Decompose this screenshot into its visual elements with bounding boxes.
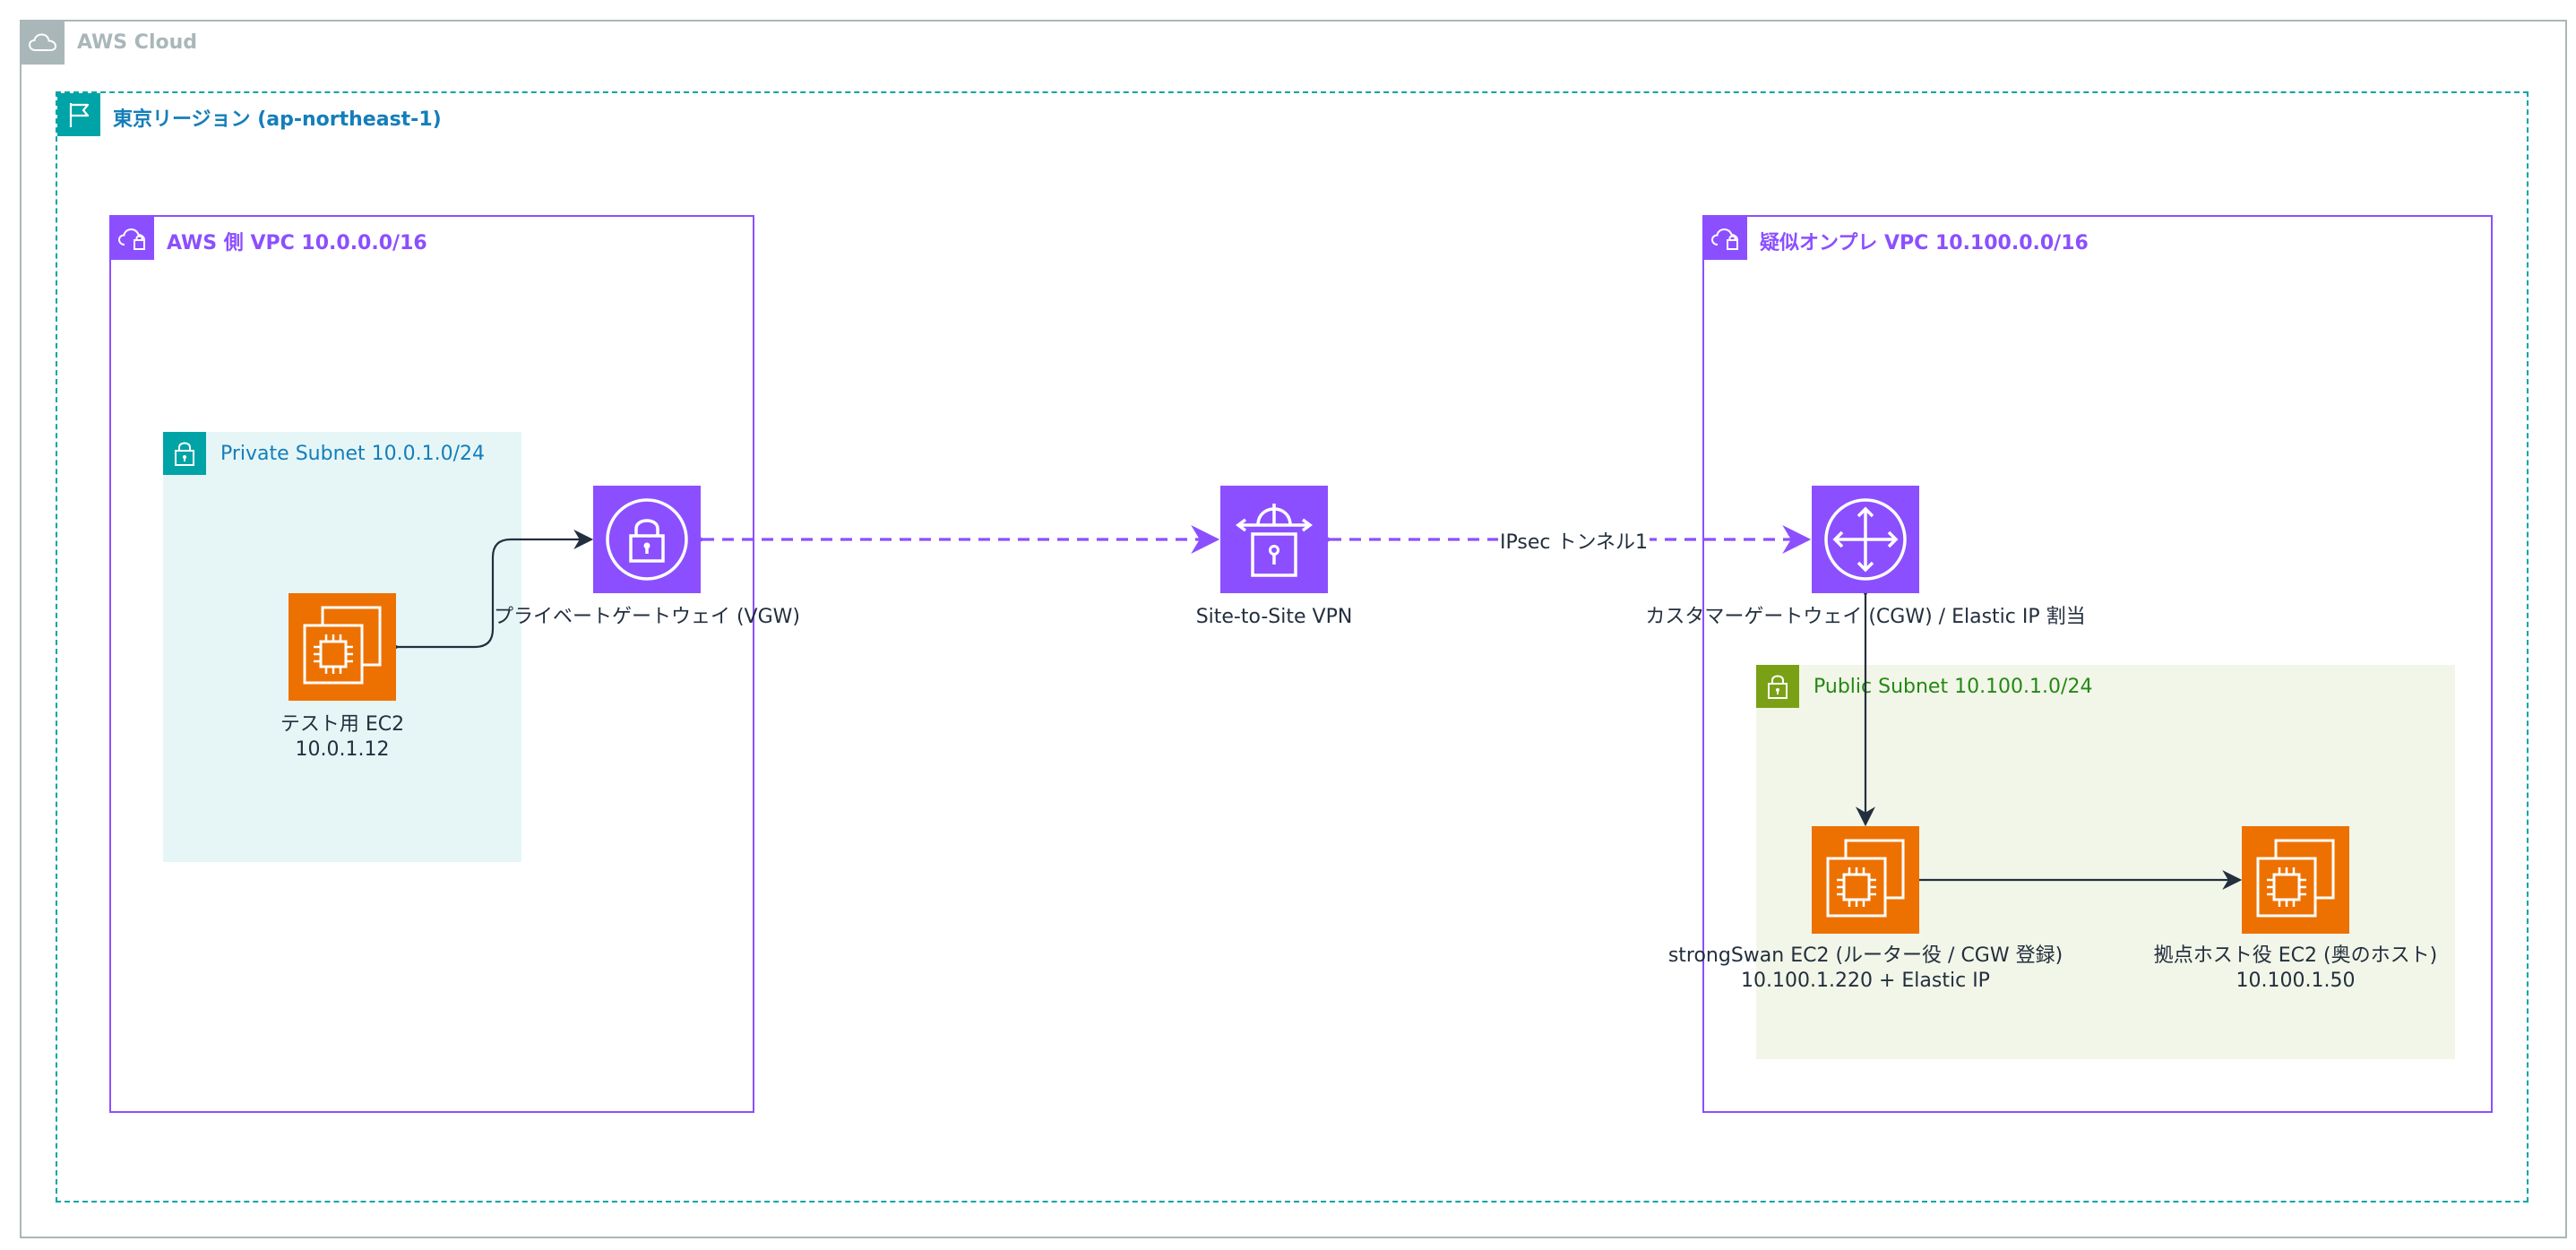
site-to-site-vpn-icon[interactable] bbox=[1220, 486, 1328, 593]
test-ec2-label: テスト用 EC2 10.0.1.12 bbox=[208, 712, 477, 763]
site-host-label: 拠点ホスト役 EC2 (奥のホスト) 10.100.1.50 bbox=[2116, 944, 2475, 994]
vgw-label: プライベートゲートウェイ (VGW) bbox=[493, 606, 800, 628]
strongswan-name: strongSwan EC2 (ルーター役 / CGW 登録) bbox=[1667, 944, 2063, 967]
aws-cloud-group: AWS Cloud bbox=[20, 20, 2567, 1238]
subnet-lock-icon bbox=[1756, 665, 1799, 708]
ec2-instance-icon[interactable] bbox=[1812, 826, 1919, 934]
test-ec2-ip: 10.0.1.12 bbox=[295, 738, 390, 761]
test-ec2-name: テスト用 EC2 bbox=[280, 713, 405, 736]
vpc-aws-group: AWS 側 VPC 10.0.0.0/16 bbox=[109, 215, 754, 1113]
cloud-icon bbox=[22, 22, 65, 65]
edge-ec2-vgw bbox=[380, 530, 594, 657]
vpn-label: Site-to-Site VPN bbox=[1195, 606, 1353, 628]
vpc-aws-label: AWS 側 VPC 10.0.0.0/16 bbox=[167, 232, 427, 254]
ec2-instance-icon[interactable] bbox=[2242, 826, 2349, 934]
cloud-label: AWS Cloud bbox=[77, 31, 198, 54]
site-host-ip: 10.100.1.50 bbox=[2236, 970, 2356, 992]
cgw-label: カスタマーゲートウェイ (CGW) / Elastic IP 割当 bbox=[1645, 606, 2086, 628]
region-label: 東京リージョン (ap-northeast-1) bbox=[113, 108, 442, 131]
ec2-instance-icon[interactable] bbox=[289, 593, 396, 701]
ipsec-tunnel-label: IPsec トンネル1 bbox=[1498, 526, 1650, 555]
region-group: 東京リージョン (ap-northeast-1) bbox=[56, 91, 2529, 1203]
site-host-name: 拠点ホスト役 EC2 (奥のホスト) bbox=[2153, 944, 2438, 967]
private-subnet-label: Private Subnet 10.0.1.0/24 bbox=[220, 443, 486, 465]
vpc-onprem-group: 疑似オンプレ VPC 10.100.0.0/16 bbox=[1702, 215, 2493, 1113]
strongswan-ip: 10.100.1.220 + Elastic IP bbox=[1741, 970, 1990, 992]
customer-gateway-icon[interactable] bbox=[1812, 486, 1919, 593]
strongswan-label: strongSwan EC2 (ルーター役 / CGW 登録) 10.100.1… bbox=[1641, 944, 2089, 994]
subnet-lock-icon bbox=[163, 432, 206, 475]
vpn-gateway-icon[interactable] bbox=[593, 486, 701, 593]
vpc-cloud-lock-icon bbox=[1704, 217, 1747, 260]
vpc-onprem-label: 疑似オンプレ VPC 10.100.0.0/16 bbox=[1760, 232, 2089, 254]
vpc-cloud-lock-icon bbox=[111, 217, 154, 260]
region-flag-icon bbox=[57, 93, 100, 136]
